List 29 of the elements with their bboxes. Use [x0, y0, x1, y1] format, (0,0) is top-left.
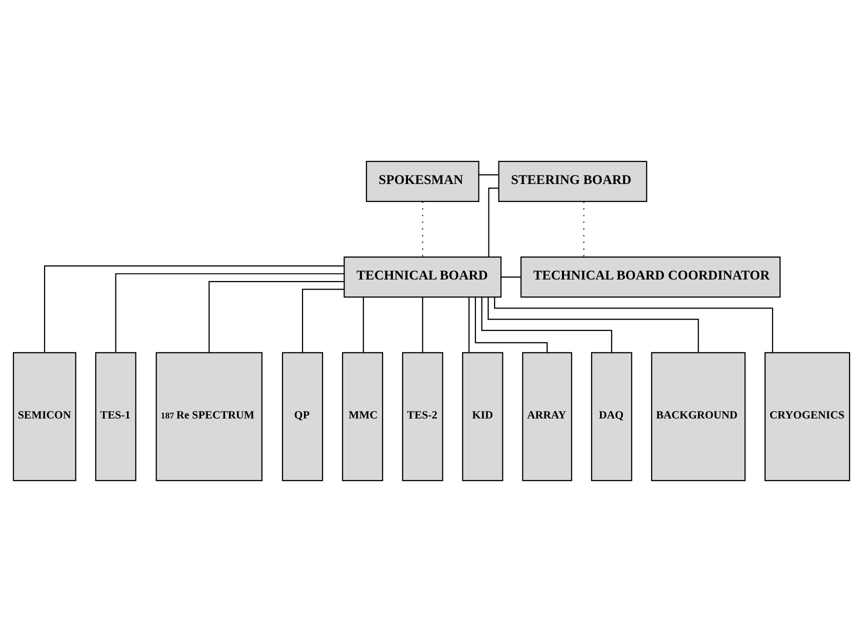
- node-box: QP: [282, 352, 324, 482]
- connector: [468, 297, 470, 352]
- connector: [478, 174, 498, 176]
- connector: [208, 280, 344, 353]
- node-box: TES-2: [402, 352, 444, 482]
- node-box: SPOKESMAN: [366, 160, 480, 202]
- connector: [115, 273, 344, 352]
- node-box: CRYOGENICS: [764, 352, 850, 482]
- connector: [362, 297, 364, 352]
- connector: [481, 297, 612, 353]
- node-box: 187Re SPECTRUM: [156, 352, 262, 482]
- connector: [302, 288, 344, 353]
- connector: [488, 188, 499, 257]
- node-box: TECHNICAL BOARD COORDINATOR: [520, 256, 781, 298]
- node-box: BACKGROUND: [651, 352, 746, 482]
- node-box: TES-1: [95, 352, 136, 482]
- connector: [501, 276, 521, 278]
- node-box: DAQ: [591, 352, 632, 482]
- node-box: ARRAY: [522, 352, 572, 482]
- node-box: MMC: [342, 352, 384, 482]
- node-box: KID: [462, 352, 504, 482]
- connector: [422, 297, 424, 352]
- connector: [44, 265, 344, 352]
- connector: [474, 297, 548, 353]
- node-box: TECHNICAL BOARD: [344, 256, 502, 298]
- connector: [494, 297, 774, 353]
- connector: [488, 297, 699, 352]
- node-box: SEMICON: [12, 352, 76, 482]
- node-box: STEERING BOARD: [498, 160, 648, 202]
